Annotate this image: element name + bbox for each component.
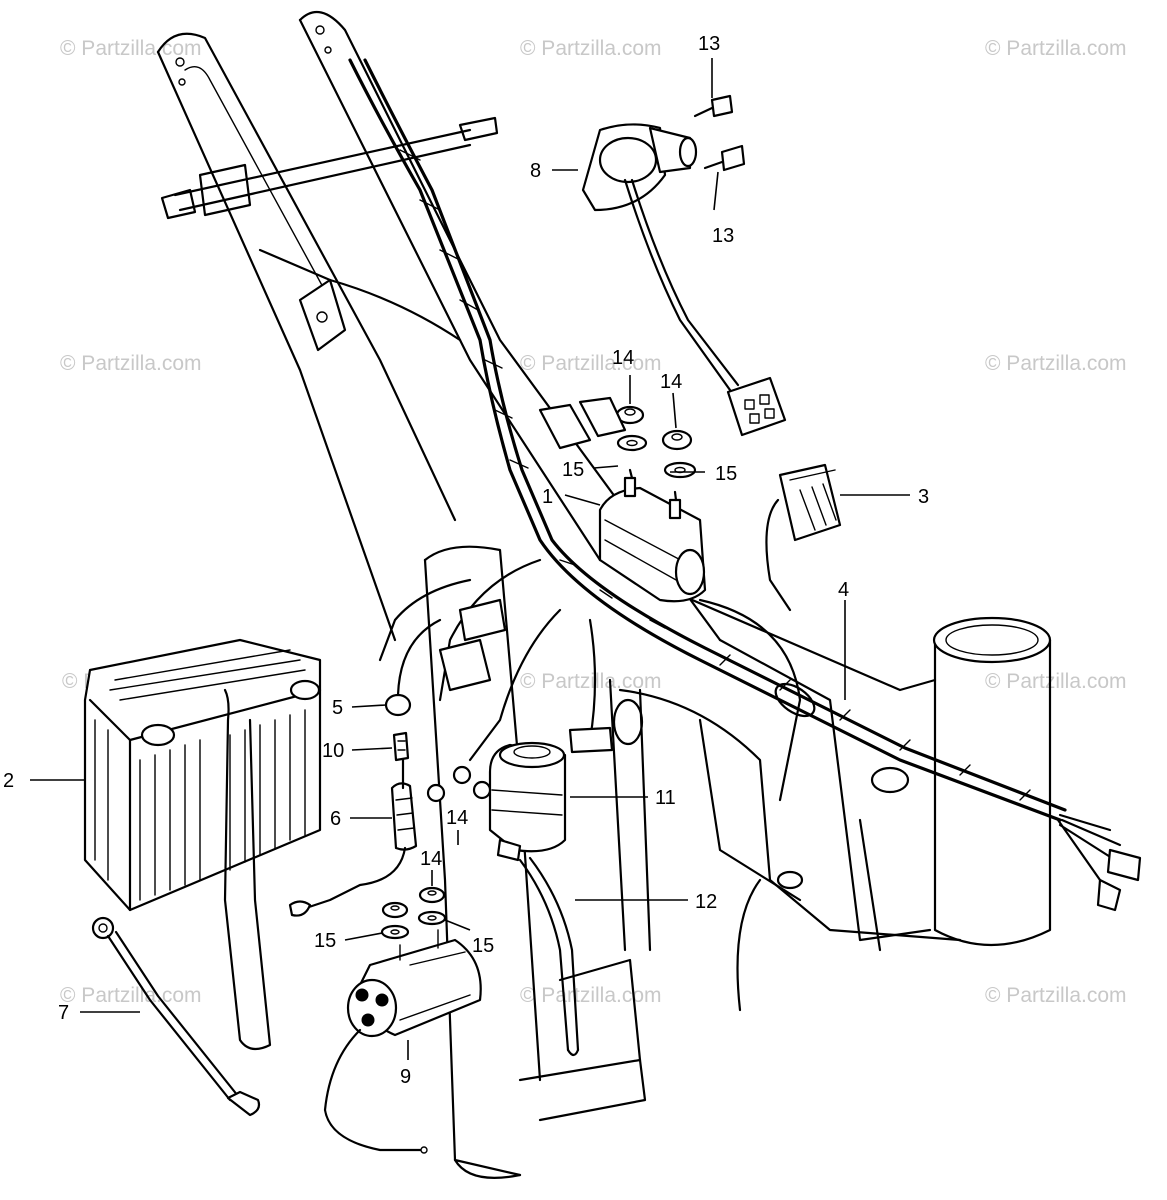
part-9-starter-relay (323, 938, 482, 1154)
watermark: © Partzilla.com (985, 670, 1127, 693)
frame (156, 10, 1052, 1179)
callout-15-relay-right: 15 (472, 935, 494, 957)
callout-12: 12 (695, 891, 717, 913)
callout-11: 11 (655, 787, 676, 809)
watermark: © Partzilla.com (520, 984, 662, 1007)
callout-13-top: 13 (698, 33, 720, 55)
part-14-15-hardware-bottom (380, 886, 447, 961)
watermark: © Partzilla.com (985, 37, 1127, 60)
callout-13-bottom: 13 (712, 225, 734, 247)
callout-2: 2 (3, 770, 14, 792)
callout-4: 4 (838, 579, 849, 601)
part-14-15-hardware-top (538, 396, 697, 479)
watermark: © Partzilla.com (520, 352, 662, 375)
callout-8: 8 (530, 160, 541, 182)
part-11-relay (426, 741, 567, 862)
callout-5: 5 (332, 697, 343, 719)
part-13-screws (693, 94, 746, 172)
part-1-ignition-coil (598, 468, 707, 603)
callout-7: 7 (58, 1002, 69, 1024)
part-12-cable (518, 856, 580, 1057)
callout-9: 9 (400, 1066, 411, 1088)
callouts: 8 13 13 14 14 15 15 1 3 4 2 5 10 6 11 14… (3, 33, 929, 1088)
watermark: © Partzilla.com (60, 37, 202, 60)
callout-15-relay-left: 15 (314, 930, 336, 952)
part-2-battery (83, 638, 322, 1051)
callout-3: 3 (918, 486, 929, 508)
leader-lines (30, 58, 910, 1060)
callout-14-relay-top: 14 (446, 807, 468, 829)
callout-14-relay-bottom: 14 (420, 848, 442, 870)
callout-1: 1 (542, 486, 553, 508)
part-7-ground-cable (91, 916, 261, 1117)
part-3-connector (765, 463, 842, 612)
watermark: © Partzilla.com (60, 984, 202, 1007)
watermark: © Partzilla.com (985, 352, 1127, 375)
watermark: © Partzilla.com (985, 984, 1127, 1007)
callout-6: 6 (330, 808, 341, 830)
watermark: © Partzilla.com (520, 37, 662, 60)
callout-14-coil-right: 14 (660, 371, 682, 393)
callout-15-coil-right: 15 (715, 463, 737, 485)
callout-14-coil-left: 14 (612, 347, 634, 369)
callout-15-coil-left: 15 (562, 459, 584, 481)
watermark: © Partzilla.com (60, 352, 202, 375)
part-5-10-6-fuse (288, 618, 442, 917)
watermark: © Partzilla.com (520, 670, 662, 693)
wiring-harness (258, 58, 1142, 1012)
part-8-switch (581, 123, 787, 437)
callout-10: 10 (322, 740, 344, 762)
